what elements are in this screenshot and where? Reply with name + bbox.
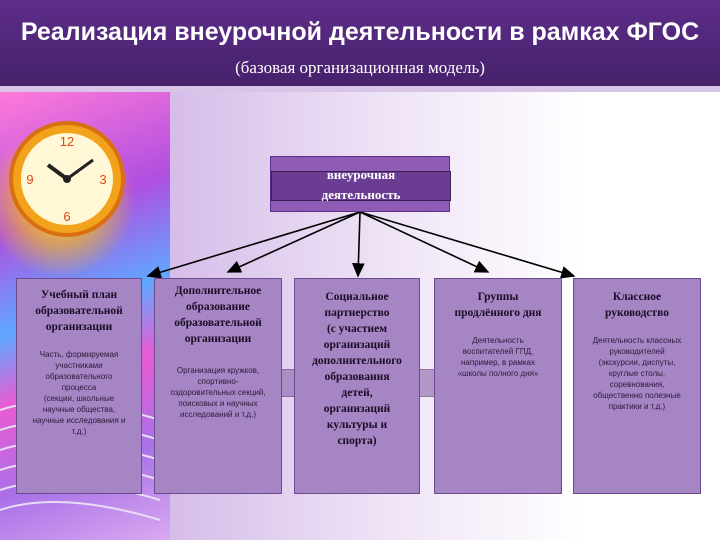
category-title-line: (с участием	[326, 323, 388, 335]
category-title-line: образования	[324, 371, 390, 383]
root-node: внеурочная деятельность	[270, 156, 451, 212]
category-description-line: например, в рамках	[461, 358, 535, 367]
svg-text:12: 12	[60, 134, 74, 149]
category-title-line: Социальное	[325, 291, 389, 303]
category-title-line: образовательной	[174, 317, 262, 329]
category-title-line: организаций	[323, 339, 391, 351]
category-description-line: руководителей	[609, 347, 665, 356]
category-description-line: (экскурсии, диспуты,	[598, 358, 676, 367]
category-description-line: Часть, формируемая	[39, 350, 119, 359]
slide-title: Реализация внеурочной деятельности в рам…	[20, 18, 700, 46]
category-description-line: т.д.)	[71, 427, 87, 436]
category-description-line: Организация кружков,	[176, 366, 260, 375]
category-description-line: воспитателей ГПД,	[462, 347, 534, 356]
category-title-line: партнерство	[324, 307, 390, 319]
category-title-line: спорта)	[337, 435, 377, 447]
category-title-line: Дополнительное	[174, 285, 262, 297]
category-description-line: «школы полного дня»	[457, 369, 539, 378]
root-label-line1: внеурочная	[326, 167, 396, 182]
category-box-3: Социальное партнерство (с участием организа…	[294, 278, 420, 494]
category-title: Классное руководство	[578, 289, 696, 321]
category-description-line: участниками	[55, 361, 103, 370]
category-title-line: организации	[45, 321, 113, 333]
category-description-line: Деятельность	[472, 336, 524, 345]
category-description-line: оздоровительных секций,	[170, 388, 266, 397]
root-label: внеурочная деятельность	[271, 165, 451, 205]
category-description: Часть, формируемая участниками образовател…	[21, 349, 137, 437]
root-label-line2: деятельность	[321, 187, 401, 202]
category-description-line: круглые столы,	[608, 369, 666, 378]
slide-subtitle: (базовая организационная модель)	[235, 58, 485, 77]
category-description-line: практики и т.д.)	[608, 402, 666, 411]
svg-text:6: 6	[63, 209, 70, 224]
category-description: Деятельность классных руководителей (экску…	[578, 335, 696, 412]
category-description-line: исследований и т.д.)	[180, 410, 256, 419]
category-description-line: научные исследования и	[32, 416, 126, 425]
category-title-line: организации	[184, 333, 252, 345]
category-title-line: организаций	[323, 403, 391, 415]
category-description-line: соревнования,	[609, 380, 665, 389]
svg-text:9: 9	[26, 172, 33, 187]
category-title: Социальное партнерство (с участием организа…	[299, 289, 415, 449]
category-description-line: (секции, школьные	[43, 394, 115, 403]
category-title-line: культуры и	[326, 419, 388, 431]
category-title-line: образовательной	[35, 305, 123, 317]
clock-icon: 12 3 6 9	[9, 121, 125, 237]
title-bar: Реализация внеурочной деятельности в рам…	[0, 0, 720, 92]
category-description: Деятельность воспитателей ГПД, например, в…	[439, 335, 557, 379]
category-description: Организация кружков, спортивно-оздоровите…	[159, 365, 277, 420]
category-title-line: образование	[186, 301, 250, 313]
category-title-line: Учебный план	[40, 289, 118, 301]
category-description-line: процесса	[61, 383, 97, 392]
svg-text:3: 3	[99, 172, 106, 187]
category-title-line: продлённого дня	[454, 307, 542, 319]
category-description-line: образовательного	[45, 372, 113, 381]
category-description-line: Деятельность классных	[592, 336, 682, 345]
category-description-line: общественно полезные	[593, 391, 681, 400]
category-box-2: Дополнительное образование образовательной…	[154, 278, 282, 494]
category-title-line: дополнительного	[312, 355, 402, 367]
category-title-line: детей,	[341, 387, 373, 399]
category-title: Группы продлённого дня	[439, 289, 557, 321]
category-title-line: Группы	[477, 291, 519, 303]
category-description-line: поисковых и научных	[178, 399, 258, 408]
category-description-line: научные общества,	[42, 405, 116, 414]
category-title: Учебный план образовательной организации	[21, 287, 137, 335]
category-title-line: Классное	[612, 291, 662, 303]
category-description-line: спортивно-	[197, 377, 239, 386]
category-title: Дополнительное образование образовательной…	[159, 283, 277, 347]
category-title-line: руководство	[605, 307, 669, 319]
